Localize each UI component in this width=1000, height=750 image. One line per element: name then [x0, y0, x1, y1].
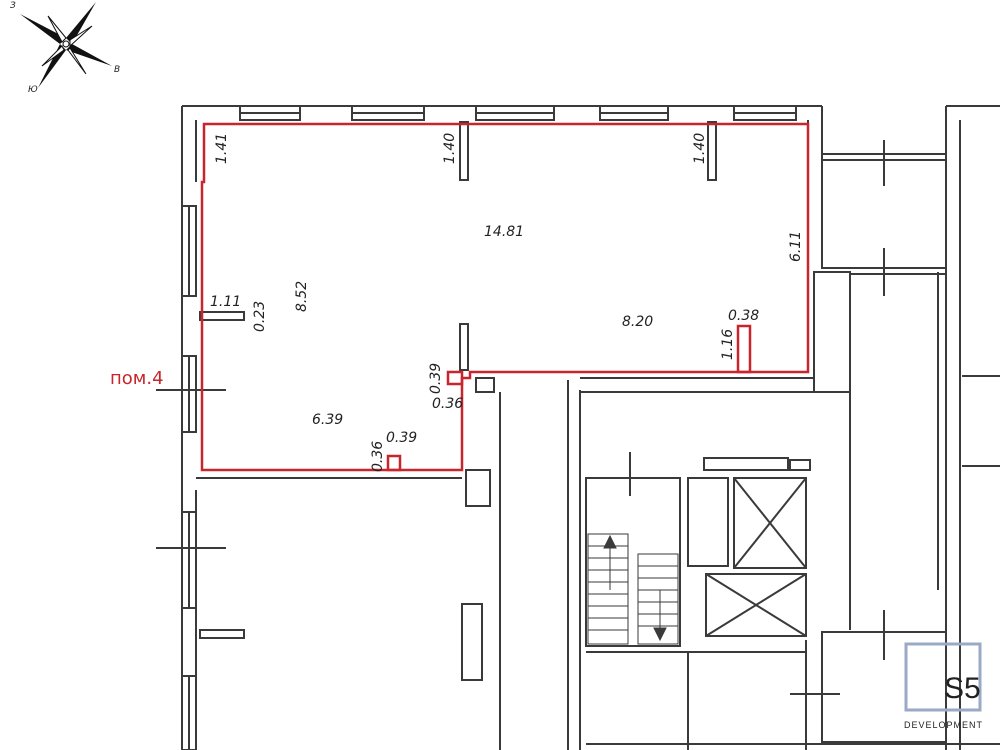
dimension-label: 1.11	[210, 294, 241, 310]
logo-mark: S5	[944, 672, 981, 705]
dimension-label: 1.40	[442, 133, 458, 164]
column-marker	[736, 324, 752, 374]
dimension-label: 0.38	[728, 308, 759, 324]
dimension-label: 6.11	[788, 231, 804, 262]
logo-frame	[904, 642, 982, 712]
dimension-label: 6.39	[312, 412, 343, 428]
dimension-label: 0.23	[252, 301, 268, 332]
column-marker	[386, 454, 402, 472]
logo-text: DEVELOPMENT	[904, 720, 983, 730]
compass-north-letter: З	[10, 1, 16, 11]
room-outline	[200, 122, 810, 472]
dimension-label: 8.20	[622, 314, 653, 330]
dimension-label: 0.39	[428, 363, 444, 394]
developer-logo: S5 DEVELOPMENT	[904, 642, 983, 730]
dimension-label: 14.81	[484, 224, 524, 240]
dimension-label: 1.41	[214, 133, 230, 164]
dimension-label: 8.52	[294, 281, 310, 312]
compass-south-letter: Ю	[28, 85, 38, 95]
dimension-label: 0.36	[370, 441, 386, 472]
dimension-label: 1.40	[692, 133, 708, 164]
compass-rose-icon	[20, 2, 112, 88]
staircase	[587, 533, 679, 645]
compass-east-letter: В	[114, 65, 120, 75]
dimension-label: 0.39	[386, 430, 417, 446]
column-marker	[446, 370, 464, 386]
dimension-label: 1.16	[720, 329, 736, 360]
building-walls	[156, 105, 1000, 750]
dimension-label: 0.36	[432, 396, 463, 412]
room-label: пом.4	[110, 368, 164, 389]
